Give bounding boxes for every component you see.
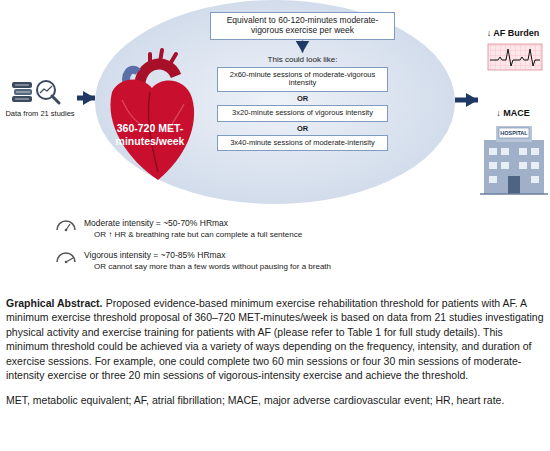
region-ellipse bbox=[95, 0, 455, 204]
heart-illustration-part bbox=[122, 100, 140, 124]
outcome-group: ↓ AF Burden ↓ MACE bbox=[478, 28, 548, 200]
ecg-icon bbox=[488, 44, 542, 70]
hospital-icon-part bbox=[489, 176, 497, 183]
gauge-icon-part bbox=[57, 221, 75, 230]
ecg-icon-part bbox=[488, 44, 542, 70]
gauge-icon-part bbox=[65, 261, 68, 264]
session-box: 2x60-minute sessions of moderate-vigorou… bbox=[217, 67, 388, 92]
equivalence-box: Equivalent to 60-120-minutes moderate-vi… bbox=[210, 12, 395, 40]
session-box: 3x20-minute sessions of vigorous intensi… bbox=[217, 105, 388, 122]
hospital-icon-part bbox=[489, 148, 497, 155]
box-text: 2x60-minute sessions of moderate-vigorou… bbox=[222, 71, 383, 88]
hospital-icon-part bbox=[499, 128, 529, 138]
caption-block: Graphical Abstract.Proposed evidence-bas… bbox=[6, 296, 544, 383]
subheading: This could look like: bbox=[210, 55, 395, 64]
threshold-value: 360-720 MET-minutes/week bbox=[107, 122, 193, 147]
gauge-icon-part bbox=[65, 229, 68, 232]
data-icons-part bbox=[15, 99, 29, 100]
session-box: 3x40-minute sessions of moderate-intensi… bbox=[217, 135, 388, 152]
flow-arrow bbox=[455, 98, 478, 103]
intensity-note: OR ↑ HR & breathing rate but can complet… bbox=[94, 230, 302, 239]
hospital-icon-part bbox=[489, 162, 497, 169]
hospital-icon-part bbox=[531, 162, 539, 169]
hospital-icon-part bbox=[501, 162, 509, 169]
data-icons-part bbox=[14, 89, 32, 95]
outcome-label: ↓ MACE bbox=[478, 108, 548, 118]
ecg-icon-part bbox=[490, 49, 540, 66]
gauge-icon-part bbox=[57, 253, 75, 262]
box-text: 3x40-minute sessions of moderate-intensi… bbox=[222, 139, 383, 148]
box-text: Equivalent to 60-120-minutes moderate-vi… bbox=[215, 16, 390, 36]
hospital-icon-part bbox=[519, 148, 527, 155]
or-label: OR bbox=[210, 124, 395, 133]
intensity-label: Moderate intensity = ~50-70% HRmax bbox=[84, 218, 228, 228]
sign-text: HOSPITAL bbox=[499, 129, 529, 137]
hospital-icon bbox=[480, 126, 548, 194]
hospital-icon-part bbox=[480, 193, 548, 195]
data-icons-part bbox=[40, 86, 52, 93]
gauge-icon bbox=[57, 221, 75, 263]
caption-text: Proposed evidence-based minimum exercise… bbox=[6, 297, 544, 381]
down-arrow bbox=[302, 41, 304, 53]
region-ellipse-part bbox=[95, 0, 455, 204]
hospital-icon-part bbox=[531, 148, 539, 155]
hospital-icon-part bbox=[496, 126, 532, 142]
intensity-note: OR cannot say more than a few words with… bbox=[94, 262, 331, 271]
or-label: OR bbox=[210, 94, 395, 103]
data-icons-part bbox=[12, 96, 32, 102]
data-icons-part bbox=[12, 82, 32, 88]
ecg-icon-part bbox=[488, 44, 542, 70]
data-icons-part bbox=[52, 96, 59, 103]
intensity-label: Vigorous intensity = ~70-85% HRmax bbox=[84, 250, 226, 260]
heart-illustration-part bbox=[150, 50, 176, 66]
hospital-icon-part bbox=[501, 148, 509, 155]
hospital-icon-part bbox=[484, 140, 544, 194]
threshold-region: 360-720 MET-minutes/week This could look … bbox=[95, 0, 455, 205]
hospital-icon-part bbox=[508, 176, 520, 194]
box-text: 3x20-minute sessions of vigorous intensi… bbox=[222, 109, 383, 118]
outcome-label: ↓ AF Burden bbox=[478, 28, 548, 38]
abbreviations: MET, metabolic equivalent; AF, atrial fi… bbox=[6, 393, 544, 407]
hospital-icon-part bbox=[519, 162, 527, 169]
hospital-icon-part bbox=[531, 176, 539, 183]
source-label: Data from 21 studies bbox=[3, 110, 77, 119]
data-icons-part bbox=[15, 85, 29, 86]
data-icons bbox=[12, 81, 59, 103]
heart-illustration bbox=[110, 50, 194, 180]
flow-arrow bbox=[77, 96, 95, 101]
caption-title: Graphical Abstract. bbox=[6, 297, 102, 309]
data-source: Data from 21 studies bbox=[3, 80, 77, 119]
data-icons-part bbox=[16, 92, 30, 93]
